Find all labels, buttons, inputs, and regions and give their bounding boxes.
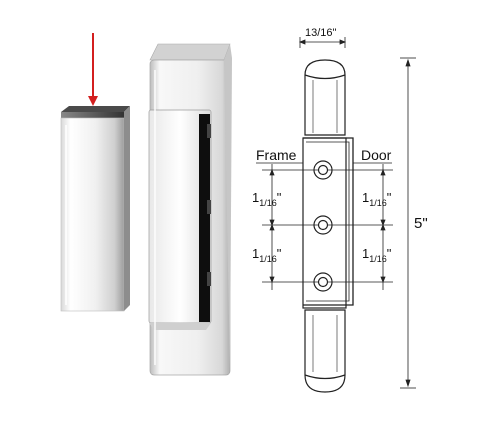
frame-label: Frame <box>256 147 297 163</box>
frame-upper-spacing-label: 11/16" <box>252 190 282 208</box>
hinge-assembly-photo <box>148 43 232 376</box>
frame-lower-spacing-label: 11/16" <box>252 246 282 264</box>
top-width-label: 13/16" <box>305 27 337 39</box>
dimension-lines <box>256 37 416 389</box>
door-label: Door <box>361 147 392 163</box>
hinge-cover-photo <box>60 106 130 312</box>
hinge-line-drawing <box>302 59 354 393</box>
height-label: 5" <box>414 215 428 232</box>
door-upper-spacing-label: 11/16" <box>362 190 392 208</box>
down-arrow-icon <box>88 33 98 106</box>
door-lower-spacing-label: 11/16" <box>362 246 392 264</box>
